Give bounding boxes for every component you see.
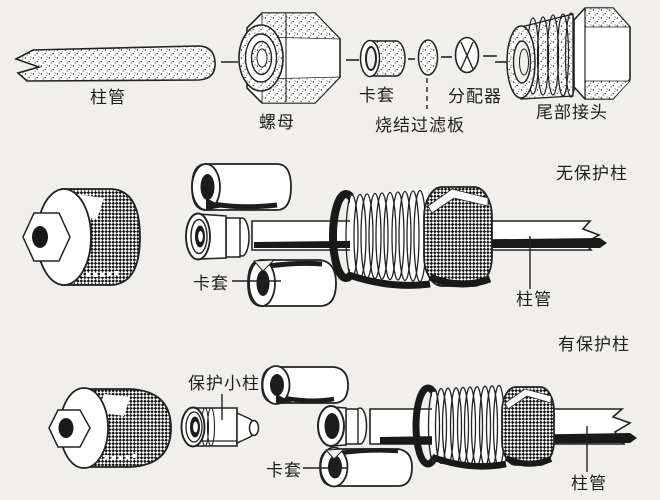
ferrule-drawing — [359, 39, 406, 78]
liner-shell-bottom-middle — [247, 259, 337, 307]
label-distributor: 分配器 — [448, 87, 502, 107]
section-title-guarded: 有保护柱 — [558, 335, 630, 355]
label-end-fitting: 尾部接头 — [536, 103, 608, 123]
guarded-column-assembly: 保护小柱 卡套 柱管 有保护柱 — [48, 335, 637, 494]
label-ferrule-middle: 卡套 — [193, 274, 229, 294]
label-ferrule-bottom: 卡套 — [266, 461, 302, 481]
nut-drawing — [238, 12, 341, 104]
label-guard-column: 保护小柱 — [188, 374, 260, 394]
end-cap-drawing-middle — [22, 188, 141, 286]
liner-shell-top-middle — [191, 163, 292, 211]
end-cap-drawing-bottom — [48, 387, 172, 469]
assembly-axis-dashes — [221, 55, 497, 63]
guard-cartridge-drawing — [180, 406, 260, 448]
liner-shell-bottom-bottom-section — [319, 446, 413, 488]
unguarded-column-assembly: 卡套 柱管 无保护柱 — [22, 163, 628, 310]
compression-fitting-middle — [329, 186, 493, 289]
label-column-tube-top: 柱管 — [90, 88, 126, 108]
liner-shell-top-bottom-section — [261, 365, 349, 405]
exploded-parts-row: 柱管 螺母 卡套 烧结过滤板 分配器 尾部接头 — [14, 7, 631, 136]
column-tube-drawing — [14, 45, 216, 82]
label-column-tube-middle: 柱管 — [516, 290, 552, 310]
label-ferrule-top: 卡套 — [359, 86, 395, 106]
filter-plate-drawing — [417, 39, 439, 109]
end-fitting-drawing — [495, 7, 631, 100]
label-nut: 螺母 — [259, 113, 295, 133]
section-title-unguarded: 无保护柱 — [556, 164, 628, 184]
label-column-tube-bottom: 柱管 — [571, 474, 607, 494]
compression-fitting-bottom — [412, 384, 555, 470]
distributor-drawing — [454, 36, 480, 74]
label-sintered-filter: 烧结过滤板 — [375, 116, 465, 136]
